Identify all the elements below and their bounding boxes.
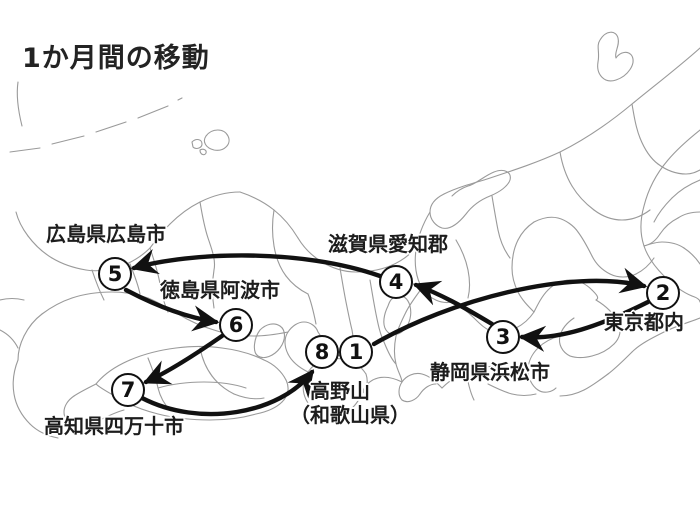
stop-marker-7: 7 (111, 373, 145, 407)
page-title: 1か月間の移動 (22, 43, 210, 74)
route-7-to-8 (139, 369, 315, 417)
stop-marker-3: 3 (486, 320, 520, 354)
place-label-hiroshima: 広島県広島市 (46, 222, 166, 246)
stop-marker-2: 2 (646, 276, 680, 310)
place-label-shizuoka: 静岡県浜松市 (430, 360, 550, 384)
place-label-koyasan-2: （和歌山県） (290, 403, 410, 427)
place-label-tokyo: 東京都内 (604, 310, 684, 334)
stop-marker-5: 5 (98, 257, 132, 291)
stop-marker-8: 8 (305, 335, 339, 369)
stop-marker-6: 6 (219, 308, 253, 342)
route-5-to-6 (123, 287, 220, 332)
stop-marker-4: 4 (379, 265, 413, 299)
route-1-to-2 (371, 267, 648, 347)
place-label-koyasan-1: 高野山 (310, 379, 370, 403)
route-6-to-7 (142, 333, 225, 385)
stop-marker-1: 1 (339, 335, 373, 369)
place-label-shiga: 滋賀県愛知郡 (328, 232, 448, 256)
place-label-tokushima: 徳島県阿波市 (160, 278, 280, 302)
route-2-to-3 (518, 299, 651, 352)
route-3-to-4 (412, 280, 495, 327)
place-label-kochi: 高知県四万十市 (44, 414, 184, 438)
route-4-to-5 (130, 249, 383, 279)
